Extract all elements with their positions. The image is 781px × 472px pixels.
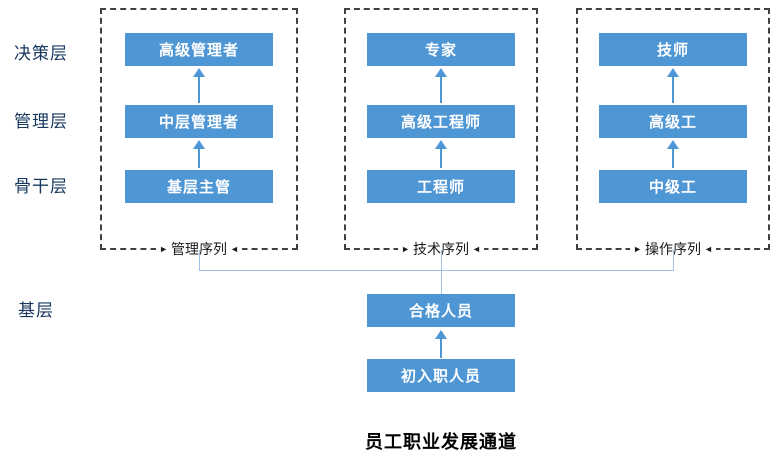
- arrow-right-icon: ►: [401, 243, 410, 254]
- sequence-label-management: ► 管理序列 ◄: [156, 240, 242, 258]
- sequence-label-operation: ► 操作序列 ◄: [630, 240, 716, 258]
- role-box-new-entrant: 初入职人员: [367, 359, 515, 392]
- connector-line: [199, 270, 674, 271]
- level-label-backbone: 骨干层: [14, 177, 68, 196]
- role-box-expert: 专家: [367, 33, 515, 66]
- level-label-decision: 决策层: [14, 44, 68, 63]
- up-arrow-icon: [435, 140, 447, 168]
- arrow-left-icon: ◄: [704, 243, 713, 254]
- up-arrow-icon: [193, 140, 205, 168]
- role-box-senior-engineer: 高级工程师: [367, 105, 515, 138]
- sequence-label-technical: ► 技术序列 ◄: [398, 240, 484, 258]
- up-arrow-icon: [667, 68, 679, 103]
- connector-line: [199, 250, 200, 270]
- up-arrow-icon: [435, 68, 447, 103]
- sequence-label-text: 管理序列: [171, 241, 227, 257]
- up-arrow-icon: [435, 330, 447, 358]
- up-arrow-icon: [667, 140, 679, 168]
- level-label-base: 基层: [18, 301, 54, 320]
- up-arrow-icon: [193, 68, 205, 103]
- arrow-right-icon: ►: [633, 243, 642, 254]
- connector-line: [673, 250, 674, 270]
- connector-line: [441, 250, 442, 294]
- role-box-senior-manager: 高级管理者: [125, 33, 273, 66]
- role-box-qualified-personnel: 合格人员: [367, 294, 515, 327]
- role-box-base-supervisor: 基层主管: [125, 170, 273, 203]
- arrow-right-icon: ►: [159, 243, 168, 254]
- diagram-title: 员工职业发展通道: [365, 432, 517, 452]
- arrow-left-icon: ◄: [472, 243, 481, 254]
- role-box-technician: 技师: [599, 33, 747, 66]
- sequence-label-text: 操作序列: [645, 241, 701, 257]
- role-box-middle-manager: 中层管理者: [125, 105, 273, 138]
- role-box-senior-worker: 高级工: [599, 105, 747, 138]
- level-label-management: 管理层: [14, 112, 68, 131]
- arrow-left-icon: ◄: [230, 243, 239, 254]
- role-box-intermediate-worker: 中级工: [599, 170, 747, 203]
- role-box-engineer: 工程师: [367, 170, 515, 203]
- sequence-label-text: 技术序列: [413, 241, 469, 257]
